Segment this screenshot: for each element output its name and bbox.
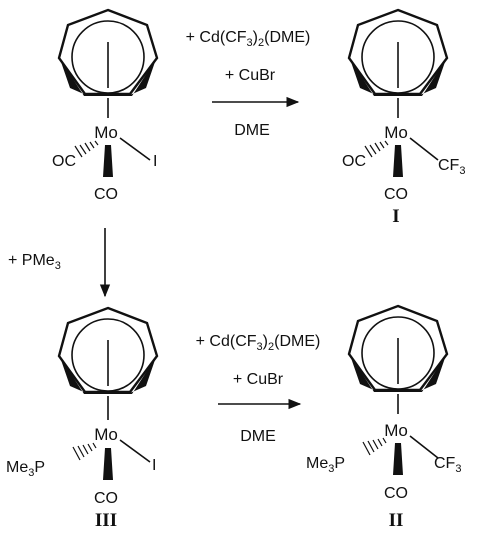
cf3-ligand: CF3 — [438, 157, 465, 177]
reaction-bottom: + Cd(CF3)2(DME) + CuBr DME — [196, 333, 321, 445]
reaction-top: + Cd(CF3)2(DME) + CuBr DME — [186, 29, 311, 139]
bold-wedge-carbonyl — [103, 145, 113, 177]
cycloheptatrienyl-ring — [57, 8, 159, 96]
reagent-cd-cf3-dme: + Cd(CF3)2(DME) — [186, 29, 311, 49]
metal-label: Mo — [94, 123, 118, 142]
hashed-wedge-carbonyl — [74, 140, 99, 158]
carbonyl-bottom-ligand: CO — [384, 186, 408, 203]
cycloheptatrienyl-ring — [347, 8, 449, 96]
complex-start: Mo I OC CO — [52, 8, 159, 203]
carbonyl-bottom-ligand: CO — [94, 186, 118, 203]
iodide-ligand: I — [152, 457, 156, 474]
reagent-cd-cf3-dme: + Cd(CF3)2(DME) — [196, 333, 321, 353]
hashed-wedge-phosphine — [362, 437, 387, 456]
cf3-ligand: CF3 — [434, 455, 461, 475]
bold-wedge-carbonyl — [393, 443, 403, 475]
solvent-dme: DME — [240, 428, 276, 445]
compound-label-III: III — [95, 510, 117, 531]
bold-wedge-carbonyl — [103, 448, 113, 480]
mo-iodide-bond — [119, 137, 151, 161]
solvent-dme: DME — [234, 122, 270, 139]
reagent-cubr: + CuBr — [225, 67, 276, 84]
reagent-pme3: + PMe3 — [8, 252, 61, 272]
hashed-wedge-phosphine — [72, 442, 97, 461]
mo-cf3-bond — [409, 435, 439, 459]
compound-label-II: II — [389, 510, 404, 531]
complex-III: Mo I Me3P CO III — [6, 306, 159, 531]
mo-iodide-bond — [119, 439, 151, 463]
bold-wedge-carbonyl — [393, 145, 403, 177]
metal-label: Mo — [94, 425, 118, 444]
complex-I: Mo CF3 OC CO I — [342, 8, 465, 227]
carbonyl-left-ligand: OC — [52, 153, 76, 170]
reaction-down: + PMe3 — [8, 228, 111, 298]
carbonyl-bottom-ligand: CO — [94, 490, 118, 507]
compound-label-I: I — [392, 206, 399, 227]
metal-label: Mo — [384, 421, 408, 440]
hashed-wedge-carbonyl — [364, 140, 389, 158]
iodide-ligand: I — [153, 153, 157, 170]
metal-label: Mo — [384, 123, 408, 142]
reagent-cubr: + CuBr — [233, 371, 284, 388]
phosphine-ligand: Me3P — [306, 455, 345, 475]
carbonyl-bottom-ligand: CO — [384, 485, 408, 502]
phosphine-ligand: Me3P — [6, 459, 45, 479]
carbonyl-left-ligand: OC — [342, 153, 366, 170]
cycloheptatrienyl-ring — [347, 304, 449, 392]
complex-II: Mo CF3 Me3P CO II — [306, 304, 461, 531]
cycloheptatrienyl-ring — [57, 306, 159, 394]
mo-cf3-bond — [409, 137, 439, 161]
